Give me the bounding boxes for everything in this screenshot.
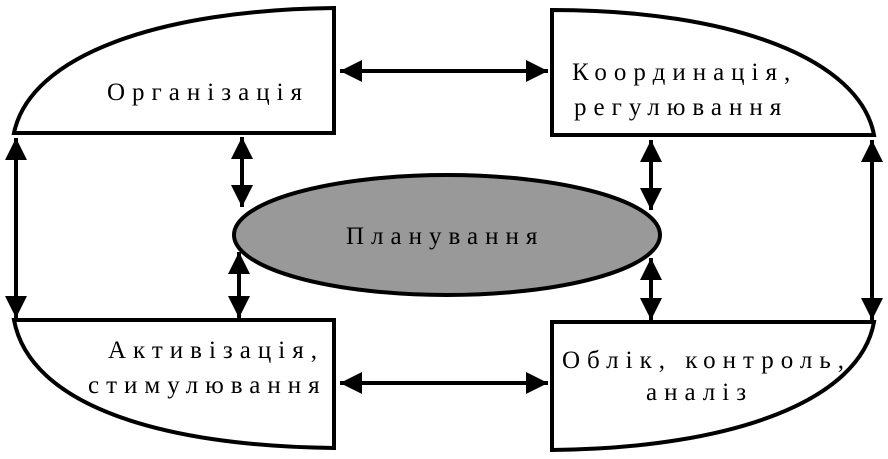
organization-shape xyxy=(11,5,336,135)
planning-ellipse xyxy=(232,173,662,297)
accounting-label-line1: Облік, контроль, xyxy=(562,347,851,374)
coordination-shape xyxy=(550,7,877,137)
coordination-label-line2: регулювання xyxy=(574,94,788,121)
accounting-shape xyxy=(550,320,877,453)
planning-label: Планування xyxy=(346,223,544,250)
coordination-label-line1: Координація, xyxy=(572,59,797,86)
activation-label-line2: стимулювання xyxy=(88,372,327,399)
activation-label-line1: Активізація, xyxy=(108,337,324,364)
activation-shape xyxy=(11,318,336,451)
accounting-label-line2: аналіз xyxy=(646,379,753,406)
organization-label: Організація xyxy=(107,79,309,106)
